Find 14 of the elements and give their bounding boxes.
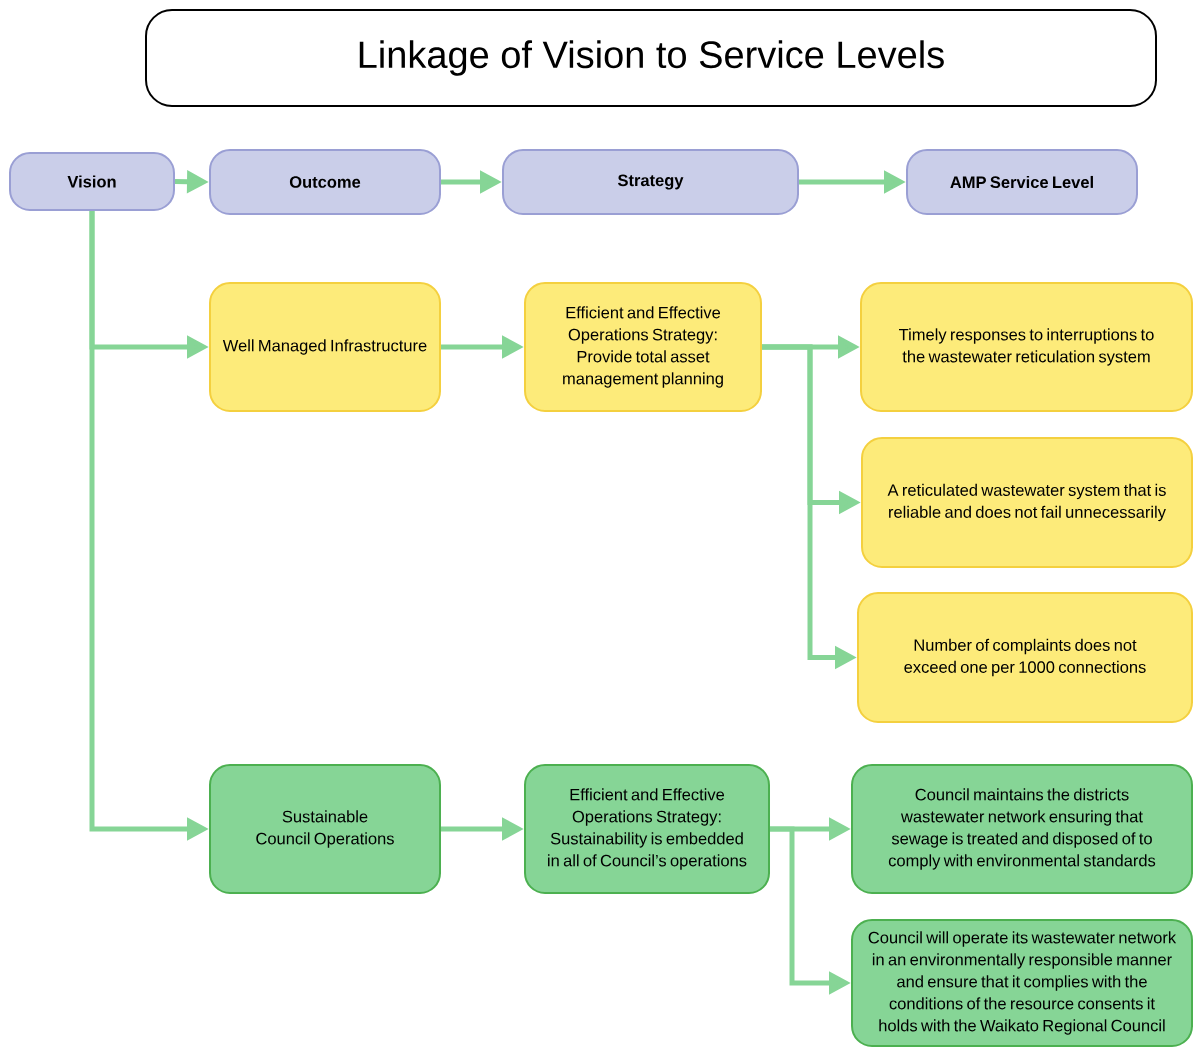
header-box: Strategy — [502, 149, 799, 215]
process-box: A reticulated wastewater system that is reliable and does not fail unnecessarily — [861, 437, 1193, 568]
process-box: Efficient and Effective Operations Strategy: Provide total asset management planning — [524, 282, 762, 412]
title-box: Linkage of Vision to Service Levels — [145, 9, 1157, 107]
header-box: Outcome — [209, 149, 441, 215]
header-box: AMP Service Level — [906, 149, 1138, 215]
process-box: Timely responses to interruptions to the wastewater reticulation system — [860, 282, 1193, 412]
process-box: Council will operate its wastewater network in an environmentally responsible manner and ensure that it complies with the conditions of the resource consents it holds with the Waikato Regional Council — [851, 919, 1193, 1047]
header-box: Vision — [9, 152, 175, 211]
process-box: Number of complaints does not exceed one per 1000 connections — [857, 592, 1193, 723]
process-box: Council maintains the districts wastewater network ensuring that sewage is treated and disposed of to comply with environmental standards — [851, 764, 1193, 894]
process-box: Efficient and Effective Operations Strategy: Sustainability is embedded in all of Council’s operations — [524, 764, 770, 894]
process-box: Well Managed Infrastructure — [209, 282, 441, 412]
process-box: Sustainable Council Operations — [209, 764, 441, 894]
